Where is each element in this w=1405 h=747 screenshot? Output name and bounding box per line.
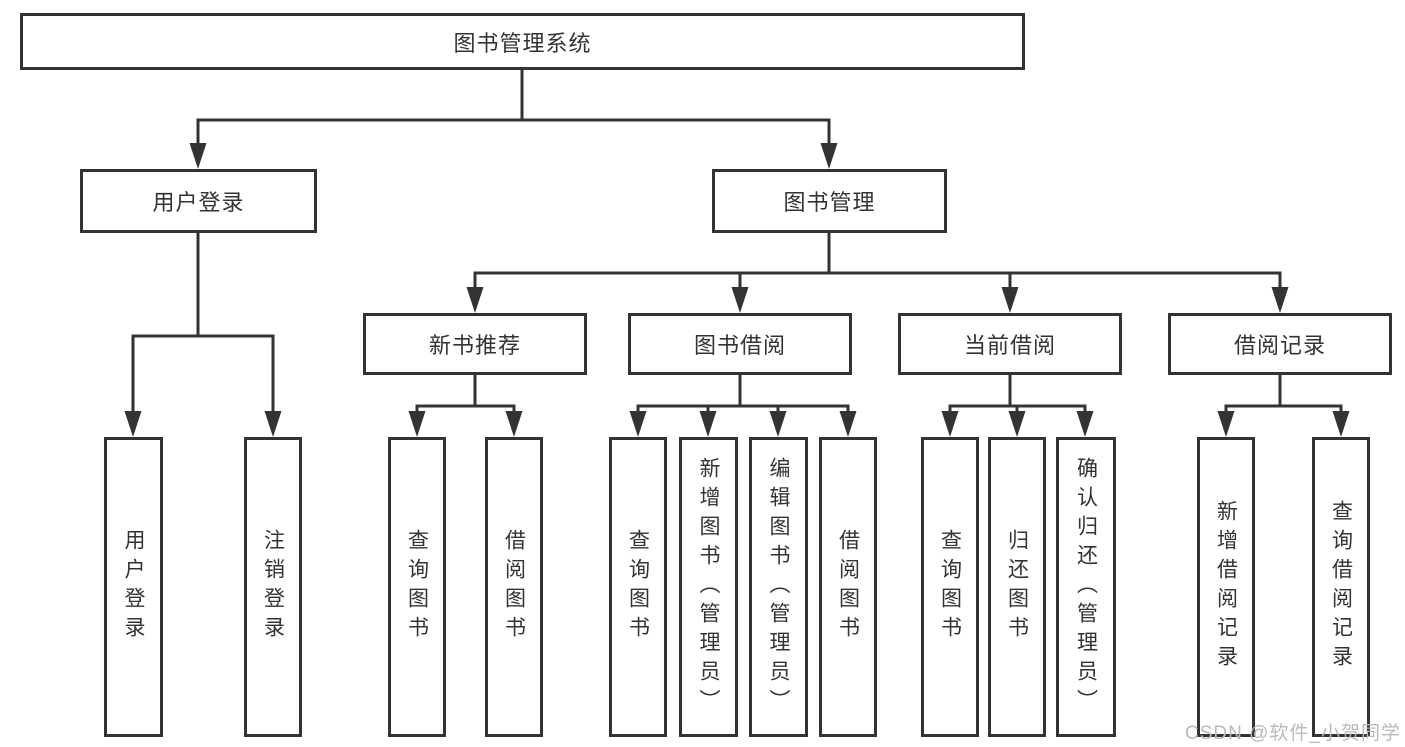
leaf-borrow-books-recommend: 借阅图书 (485, 437, 543, 737)
leaf-user-login: 用户登录 (104, 437, 163, 737)
leaf-query-books-borrow: 查询图书 (609, 437, 667, 737)
leaf-query-books-current: 查询图书 (921, 437, 979, 737)
leaf-return-books: 归还图书 (988, 437, 1046, 737)
node-book-borrow: 图书借阅 (628, 313, 852, 375)
leaf-query-borrow-record: 查询借阅记录 (1312, 437, 1370, 737)
leaf-logout: 注销登录 (244, 437, 302, 737)
arrowheads (124, 143, 1350, 437)
node-book-management: 图书管理 (712, 169, 947, 233)
leaf-add-books-admin: 新增图书（管理员） (679, 437, 738, 737)
node-user-login: 用户登录 (80, 169, 317, 233)
node-current-borrow: 当前借阅 (898, 313, 1122, 375)
leaf-edit-books-admin: 编辑图书（管理员） (749, 437, 808, 737)
node-root-system: 图书管理系统 (20, 13, 1025, 70)
leaf-confirm-return-admin: 确认归还（管理员） (1056, 437, 1116, 737)
leaf-add-borrow-record: 新增借阅记录 (1197, 437, 1255, 737)
node-borrow-records: 借阅记录 (1168, 313, 1392, 375)
node-new-book-recommend: 新书推荐 (363, 313, 587, 375)
leaf-query-books-recommend: 查询图书 (388, 437, 446, 737)
csdn-watermark: CSDN @软件_小贺同学 (1185, 723, 1401, 744)
leaf-borrow-books: 借阅图书 (819, 437, 877, 737)
